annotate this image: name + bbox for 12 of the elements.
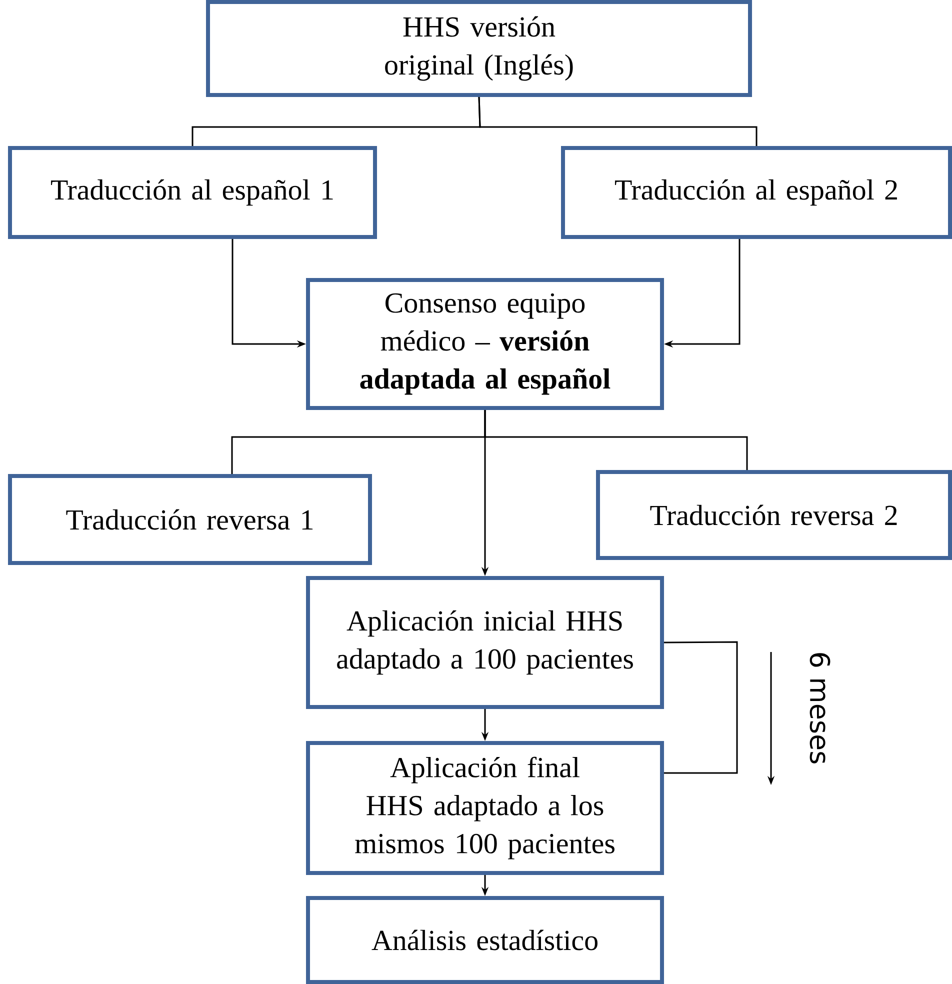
process-box: Aplicación inicial HHS adaptado a 100 pacientes <box>306 576 664 709</box>
duration-label: 6 meses <box>810 653 830 764</box>
process-box: Aplicación final HHS adaptado a los mismos 100 pacientes <box>306 741 664 875</box>
connector-line <box>478 96 758 146</box>
process-box: Traducción al español 2 <box>561 146 952 239</box>
bracket-line <box>664 641 738 774</box>
process-box: Traducción reversa 1 <box>8 474 372 565</box>
process-box: Traducción al español 1 <box>8 146 377 239</box>
process-box: HHS versión original (Inglés) <box>206 0 752 97</box>
process-box: Consenso equipo médico – versión adaptada al español <box>306 278 664 410</box>
process-box: Análisis estadístico <box>306 896 664 984</box>
process-box: Traducción reversa 2 <box>596 470 952 560</box>
